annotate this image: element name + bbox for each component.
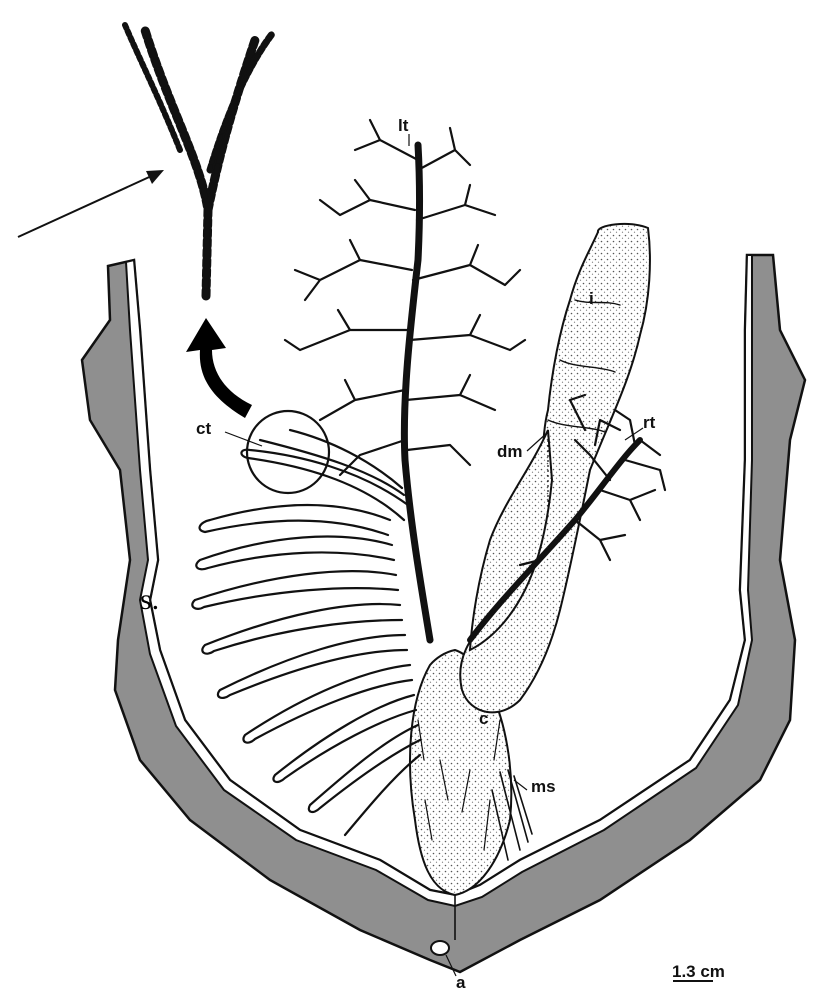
label-dm: dm — [497, 442, 523, 461]
pointer-arrow — [18, 170, 164, 237]
label-c: c — [479, 709, 488, 728]
label-a: a — [456, 973, 466, 992]
cut-off-text: s. — [140, 583, 159, 616]
label-lt: lt — [398, 116, 409, 135]
scale-label: 1.3 cm — [672, 962, 725, 981]
tubule-detail-enlarged — [125, 25, 272, 296]
label-ms: ms — [531, 777, 556, 796]
label-i: i — [589, 289, 594, 308]
label-ct: ct — [196, 419, 211, 438]
curved-arrow-icon — [186, 318, 252, 418]
label-rt: rt — [643, 413, 656, 432]
